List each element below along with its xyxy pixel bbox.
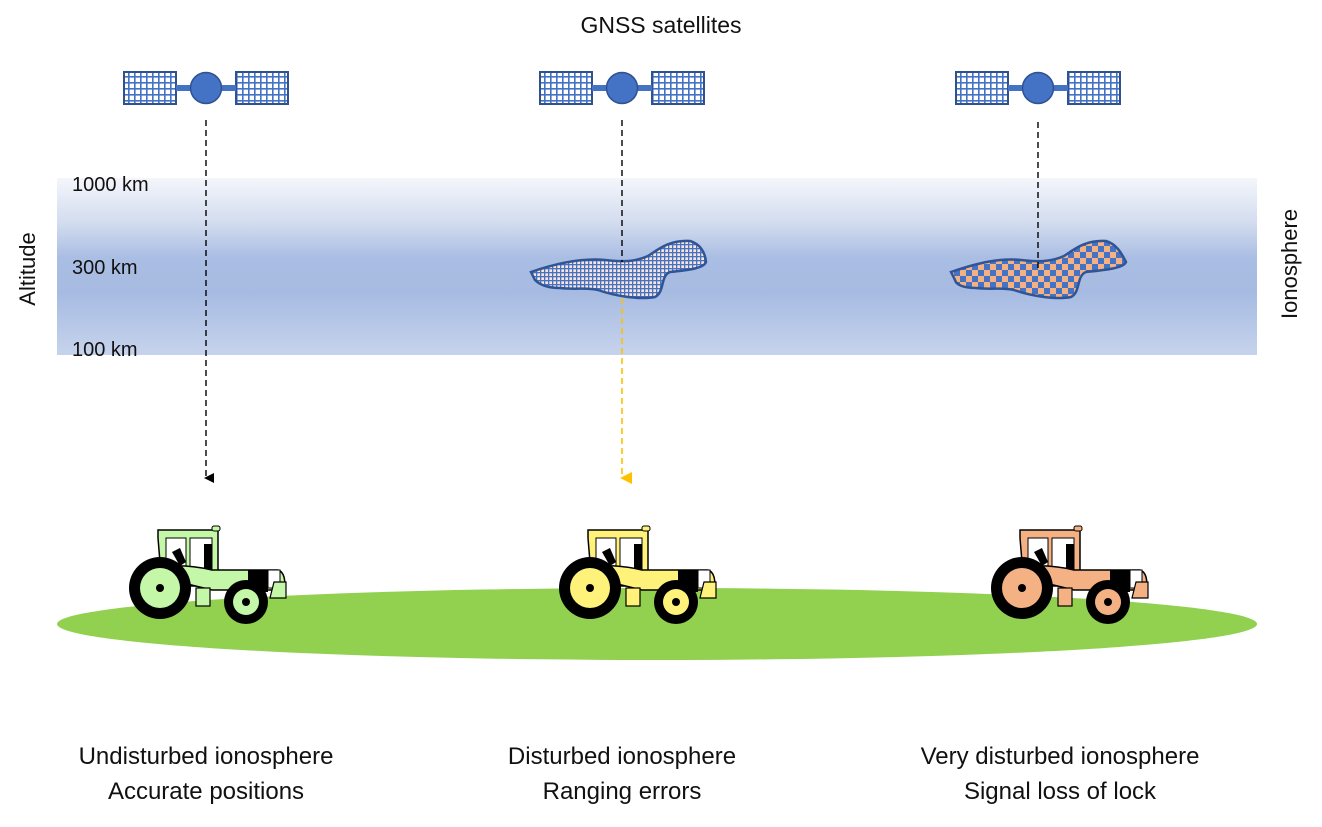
- caption-undisturbed: Undisturbed ionosphere Accurate position…: [6, 739, 406, 809]
- satellite-icon: [955, 71, 1121, 105]
- tractor-part: [1073, 525, 1083, 532]
- tractor-part: [156, 584, 164, 592]
- altitude-tick-100km: 100 km: [72, 339, 138, 361]
- tractor-part: [699, 581, 717, 599]
- caption-condition: Very disturbed ionosphere: [920, 743, 1200, 770]
- tractor-part: [1131, 581, 1149, 599]
- diagram-title: GNSS satellites: [580, 12, 742, 38]
- altitude-tick-1000km: 1000 km: [72, 174, 149, 196]
- tractor-part: [1057, 587, 1073, 607]
- tractor-part: [195, 587, 211, 607]
- caption-effect: Signal loss of lock: [963, 778, 1157, 805]
- tractor-icon-orange: [991, 525, 1149, 624]
- tractor-part: [672, 598, 680, 606]
- caption-effect: Accurate positions: [107, 778, 305, 805]
- tractor-icon-yellow: [559, 525, 717, 624]
- tractor-part: [172, 548, 186, 566]
- ionospheric-irregularity-moderate: [529, 239, 708, 300]
- caption-condition: Disturbed ionosphere: [507, 743, 737, 770]
- caption-disturbed: Disturbed ionosphere Ranging errors: [422, 739, 822, 809]
- caption-effect: Ranging errors: [542, 778, 702, 805]
- altitude-tick-300km: 300 km: [72, 257, 138, 279]
- tractor-part: [625, 587, 641, 607]
- ionospheric-irregularity-severe: [949, 239, 1128, 300]
- tractor-part: [242, 598, 250, 606]
- tractor-part: [1104, 598, 1112, 606]
- caption-very-disturbed: Very disturbed ionosphere Signal loss of…: [860, 739, 1260, 809]
- satellite-icon: [539, 71, 705, 105]
- ground-field: [57, 588, 1257, 660]
- tractor-part: [1018, 584, 1026, 592]
- tractor-part: [1034, 548, 1048, 566]
- caption-condition: Undisturbed ionosphere: [78, 743, 334, 770]
- tractor-icon-green: [129, 525, 287, 624]
- tractor-part: [269, 581, 287, 599]
- tractor-part: [602, 548, 616, 566]
- tractor-part: [586, 584, 594, 592]
- tractor-part: [211, 525, 221, 532]
- tractor-part: [641, 525, 651, 532]
- satellite-icon: [123, 71, 289, 105]
